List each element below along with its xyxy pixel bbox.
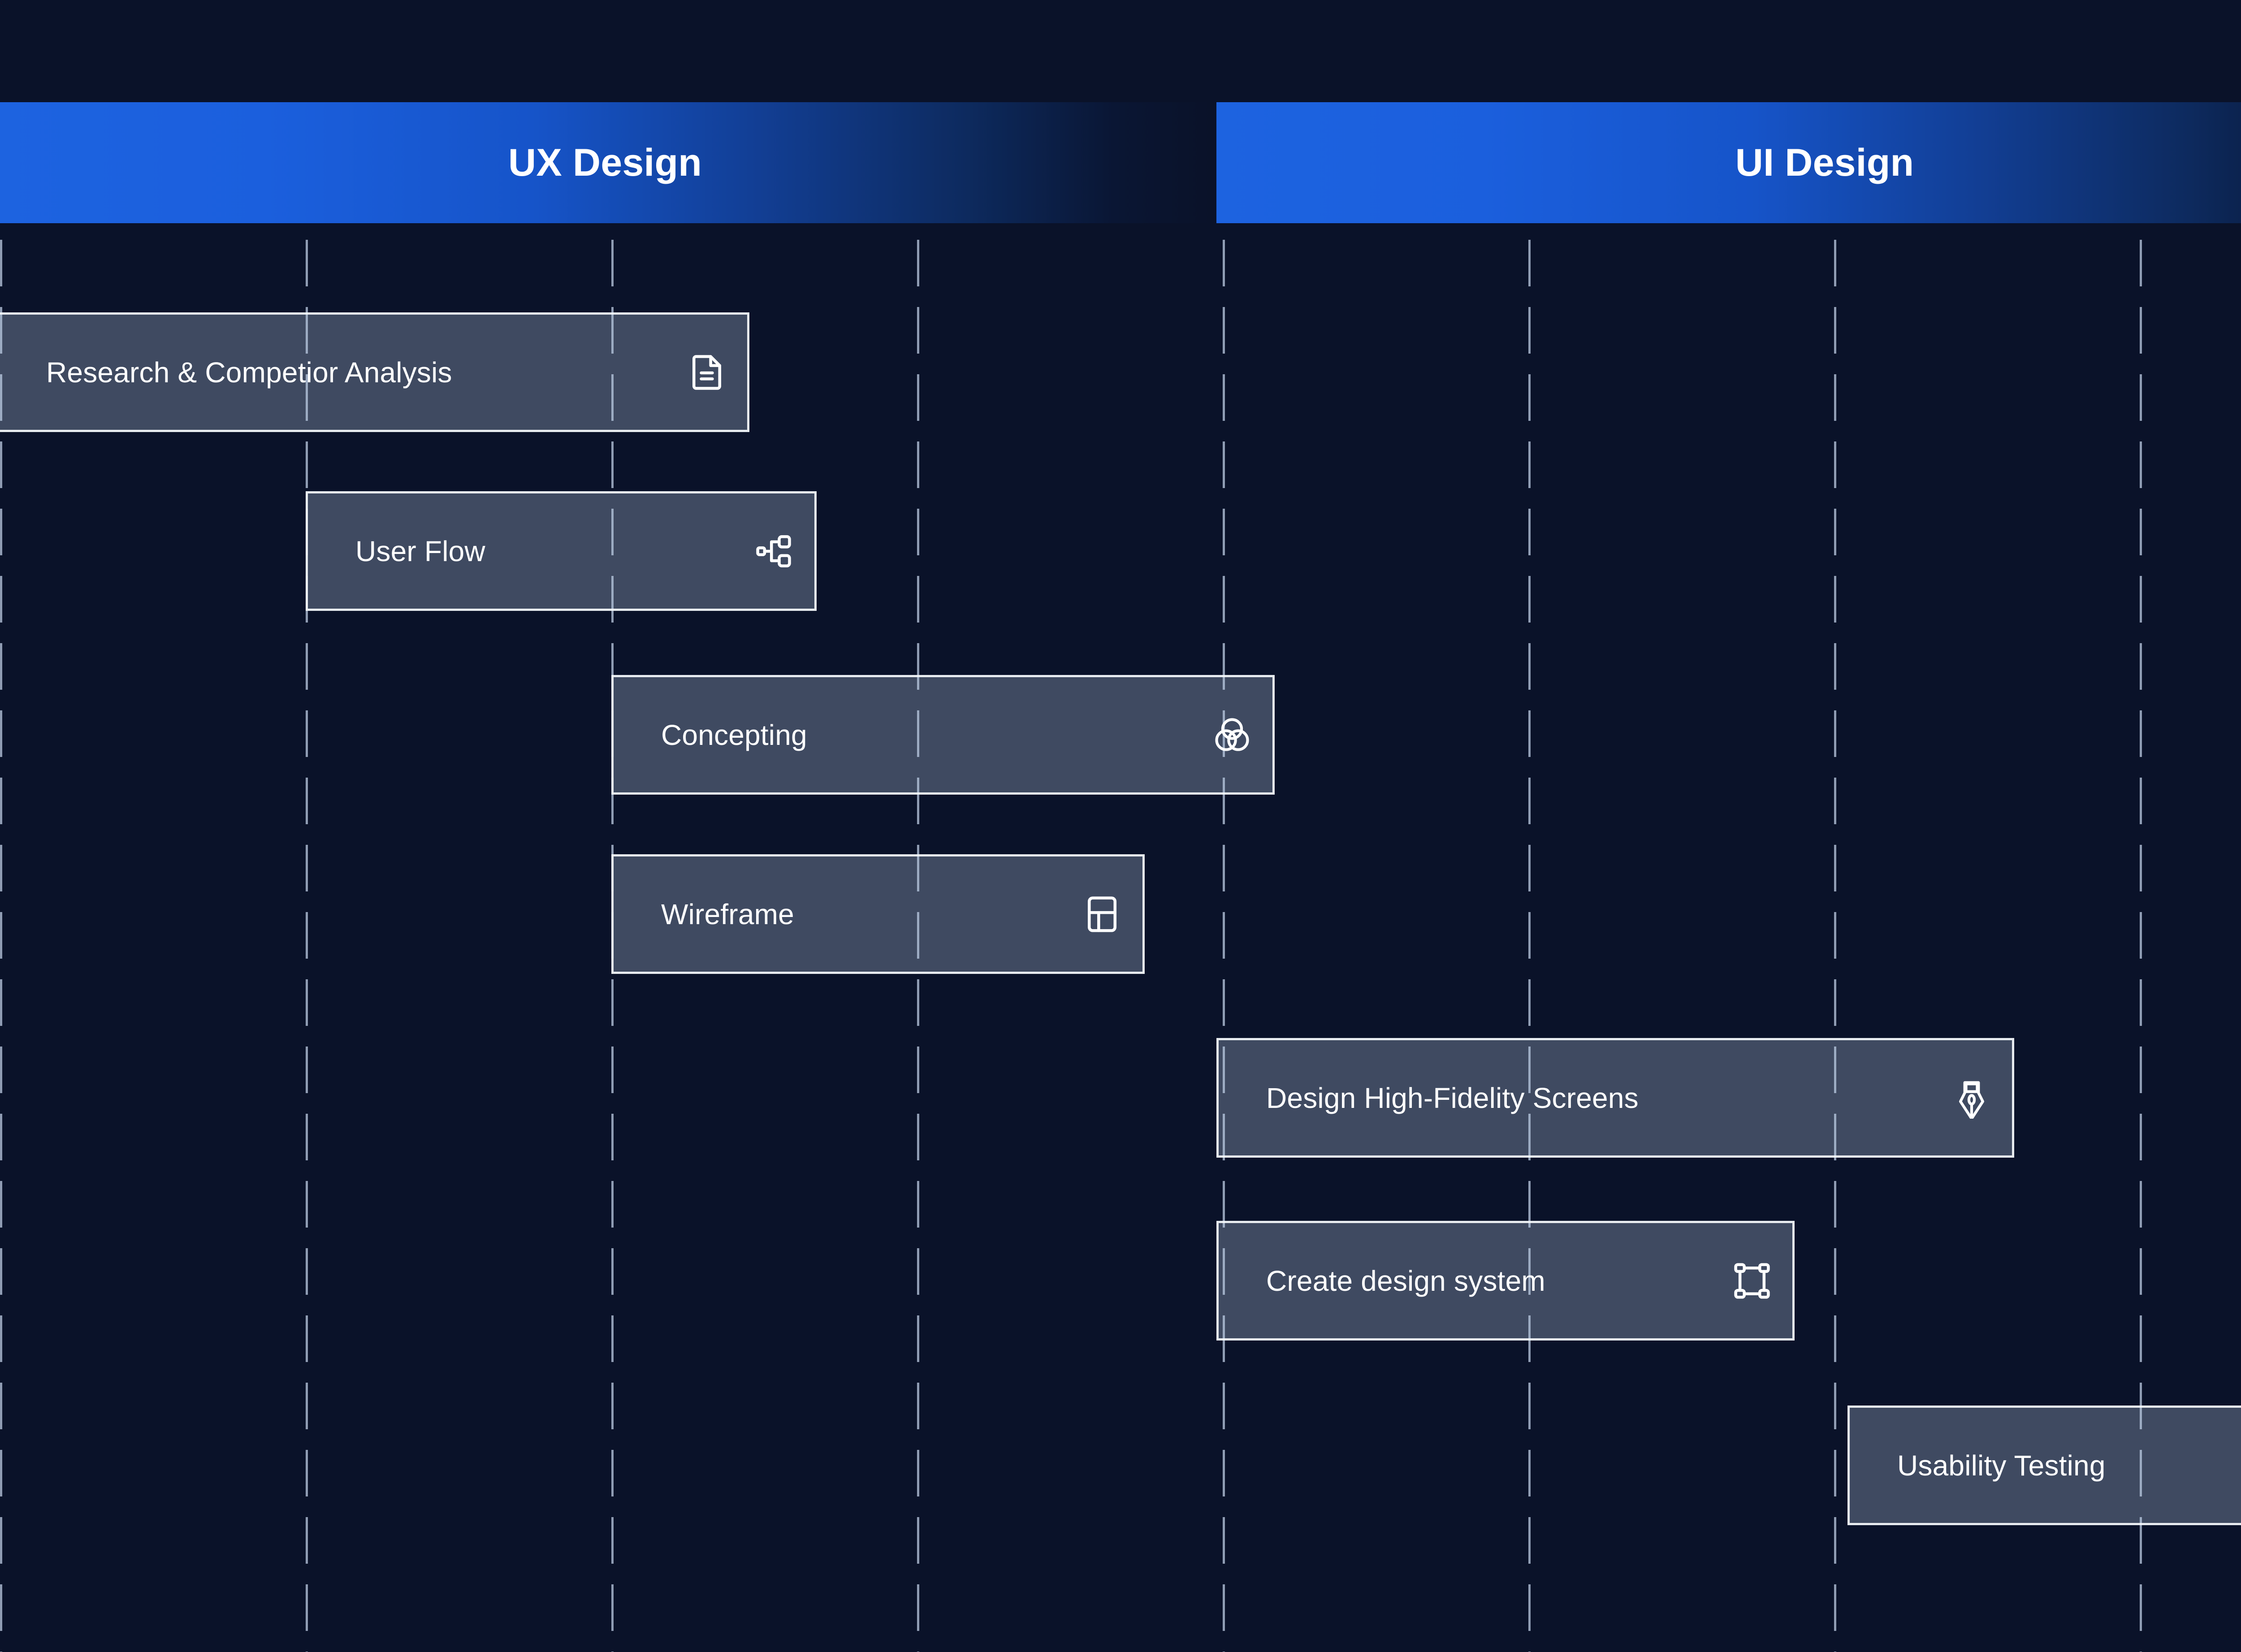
pen-nib-icon [1951,1077,1992,1119]
task-bar[interactable]: User Flow [306,491,817,611]
task-label: Concepting [661,718,807,751]
phase-title-ui: UI Design [1735,141,1914,184]
task-label: Create design system [1266,1264,1545,1297]
gridline-5 [1528,240,1531,1652]
task-label: User Flow [355,535,485,567]
component-frame-icon [1731,1260,1773,1302]
task-label: Usability Testing [1897,1449,2106,1482]
phase-title-ux: UX Design [508,141,702,184]
gridline-1 [306,240,308,1652]
task-bar[interactable]: Design High-Fidelity Screens [1216,1038,2014,1158]
task-label: Design High-Fidelity Screens [1266,1081,1639,1114]
task-label: Wireframe [661,898,794,930]
venn-diagram-icon [1211,714,1253,756]
document-icon [686,352,727,393]
phase-header-ux[interactable]: UX Design [0,102,1210,223]
task-bar[interactable]: Research & Competior Analysis [0,312,749,432]
task-bar[interactable]: Usability Testing [1847,1405,2241,1525]
task-bar[interactable]: Wireframe [611,854,1145,974]
task-bar[interactable]: Create design system [1216,1221,1795,1341]
gridline-4 [1223,240,1225,1652]
gridline-6 [1834,240,1836,1652]
sitemap-icon [753,531,795,572]
task-bar[interactable]: Concepting [611,675,1275,795]
layout-grid-icon [1082,894,1123,935]
gridline-0 [0,240,2,1652]
task-label: Research & Competior Analysis [46,356,452,389]
phase-header-ui[interactable]: UI Design [1216,102,2241,223]
